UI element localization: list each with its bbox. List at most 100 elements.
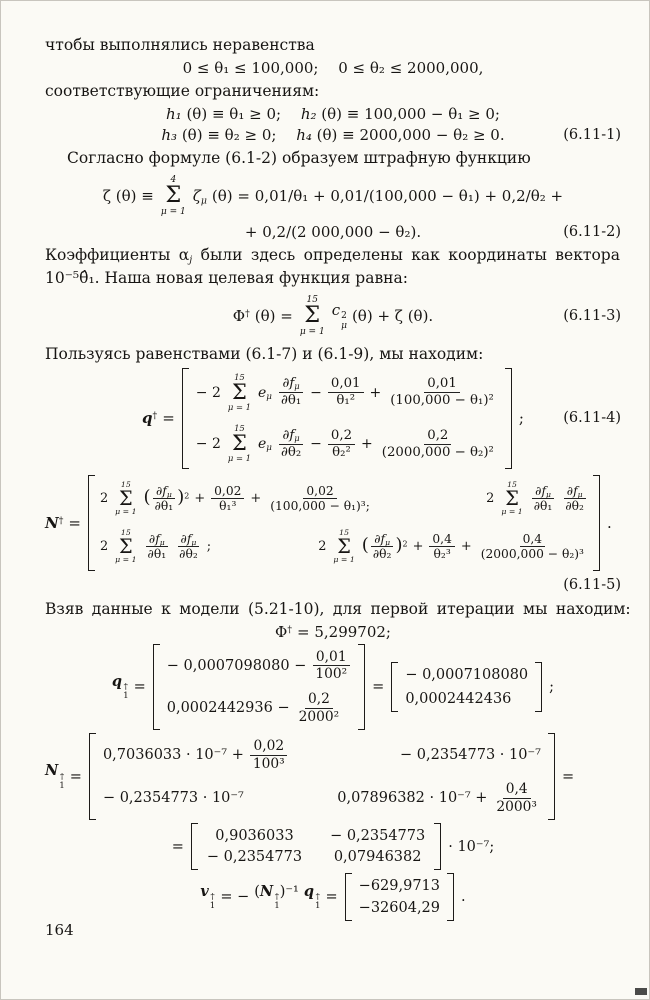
- equation-N1-result: = 0,9036033 − 0,2354773 − 0,2354773 0,07…: [45, 823, 621, 871]
- scan-artifact: [635, 988, 647, 995]
- text-line: соответствующие ограничениям:: [45, 82, 320, 100]
- math-fragment: −: [310, 384, 322, 401]
- paragraph: Взяв данные к модели (5.21-10), для перв…: [45, 598, 631, 620]
- matrix-right-bracket: [535, 662, 543, 712]
- matrix-right-bracket: [358, 643, 366, 731]
- matrix-row: 0,0002442436: [405, 691, 512, 707]
- equation-number: (6.11-4): [563, 410, 621, 427]
- matrix-row: − 0,2354773 · 10⁻⁷ 0,07896382 · 10⁻⁷ +0,…: [103, 781, 541, 815]
- numerator: ∂fμ: [279, 428, 303, 445]
- math-fragment: =: [372, 679, 385, 695]
- math-var: h₄: [296, 126, 312, 144]
- fraction: ∂fμ∂θ₂: [371, 531, 394, 562]
- text-line: чтобы выполнялись неравенства: [45, 36, 315, 54]
- math-fragment: =: [325, 889, 338, 906]
- math-fragment: − 2: [195, 436, 221, 452]
- column-vector-matrix: − 0,0007108080 0,0002442436: [391, 662, 543, 712]
- math-fragment: ζ (θ) ≡: [102, 187, 154, 206]
- math-fragment: 0 ≤ θ₁ ≤ 100,000; 0 ≤ θ₂ ≤ 2000,000,: [182, 59, 484, 77]
- math-var: N: [259, 883, 274, 901]
- math-fragment: − 2: [195, 384, 221, 401]
- math-fragment: q†1: [304, 883, 321, 911]
- fraction: 0,02(100,000 − θ₁)³;: [270, 483, 370, 514]
- math-var: h₁: [166, 105, 182, 123]
- sum-upper-limit: 4: [170, 175, 177, 185]
- fraction: ∂fμ∂θ₁: [152, 483, 175, 514]
- matrix-row: −629,9713: [358, 878, 441, 895]
- matrix-left-bracket: [152, 643, 160, 731]
- matrix-row: − 0,0007108080: [405, 667, 529, 683]
- paragraph: 10⁻⁵θ̂₁. Наша новая целевая функция равн…: [45, 267, 621, 289]
- matrix-right-bracket: [592, 474, 600, 571]
- math-var: N: [45, 513, 59, 532]
- math-var: q: [303, 883, 314, 901]
- dagger-superscript: †: [58, 515, 64, 527]
- matrix-left-bracket: [88, 733, 96, 821]
- text-line: Согласно формуле (6.1-2) образуем штрафн…: [67, 149, 531, 167]
- matrix-left-bracket: [391, 662, 399, 712]
- numerator: ∂fμ: [279, 376, 303, 394]
- text-line: Взяв данные к модели (5.21-10), для перв…: [45, 599, 631, 618]
- equation-phi-value: Φ† = 5,299702;: [45, 623, 621, 641]
- left-paren: (: [361, 534, 369, 556]
- denominator: ∂θ₂: [280, 444, 302, 460]
- equation-v1: v†1 = − (N†1)⁻¹ q†1 = −629,9713 −32604,2…: [45, 873, 621, 922]
- math-fragment: =: [133, 679, 146, 695]
- math-fragment: N†1: [45, 762, 65, 790]
- math-var: q: [111, 672, 123, 690]
- matrix-cell: − 0,2354773: [206, 849, 303, 866]
- equation-number: (6.11-3): [563, 308, 621, 325]
- math-fragment: (θ) =: [254, 307, 293, 326]
- math-var: N: [45, 762, 59, 780]
- sup-sub-stack: †1: [59, 771, 65, 791]
- math-subscript: j: [189, 254, 193, 266]
- math-fragment: +: [361, 436, 373, 452]
- equation-number: (6.11-2): [563, 224, 621, 241]
- fraction: ∂fμ∂θ₂: [563, 483, 586, 514]
- equation-constraints-line2: h₃ (θ) ≡ θ₂ ≥ 0; h₄ (θ) ≡ 2000,000 − θ₂ …: [45, 126, 621, 144]
- math-fragment: (∂fμ∂θ₂)2: [361, 531, 408, 562]
- paragraph: Пользуясь равенствами (6.1-7) и (6.1-9),…: [45, 343, 621, 365]
- matrix-left-bracket: [190, 823, 198, 871]
- math-fragment: ;: [518, 409, 524, 428]
- sigma-icon: Σ: [232, 379, 247, 404]
- matrix-left-bracket: [87, 474, 95, 571]
- matrix-row: −32604,29: [358, 900, 441, 917]
- fraction: ∂fμ∂θ₁: [278, 376, 304, 409]
- equation-bounds: 0 ≤ θ₁ ≤ 100,000; 0 ≤ θ₂ ≤ 2000,000,: [45, 59, 621, 77]
- equation-number: (6.11-1): [563, 127, 621, 143]
- math-var: h₃: [161, 126, 178, 144]
- math-fragment: eμ: [258, 436, 272, 454]
- math-fragment: (N†1)⁻¹: [254, 883, 299, 912]
- math-fragment: .: [461, 889, 466, 906]
- paragraph: соответствующие ограничениям:: [45, 80, 621, 102]
- math-fragment: h₃ (θ) ≡ θ₂ ≥ 0; h₄ (θ) ≡ 2000,000 − θ₂ …: [161, 126, 504, 144]
- matrix-right-bracket: [504, 368, 512, 469]
- math-fragment: ζμ: [193, 187, 207, 205]
- math-fragment: N†: [45, 514, 63, 532]
- sigma-icon: Σ: [304, 302, 321, 329]
- equation-number: (6.11-5): [563, 576, 621, 593]
- denominator: ∂θ₁: [280, 393, 302, 409]
- sum-lower-limit: μ = 1: [299, 326, 325, 337]
- math-fragment: h₁ (θ) ≡ θ₁ ≥ 0; h₂ (θ) ≡ 100,000 − θ₁ ≥…: [166, 105, 500, 123]
